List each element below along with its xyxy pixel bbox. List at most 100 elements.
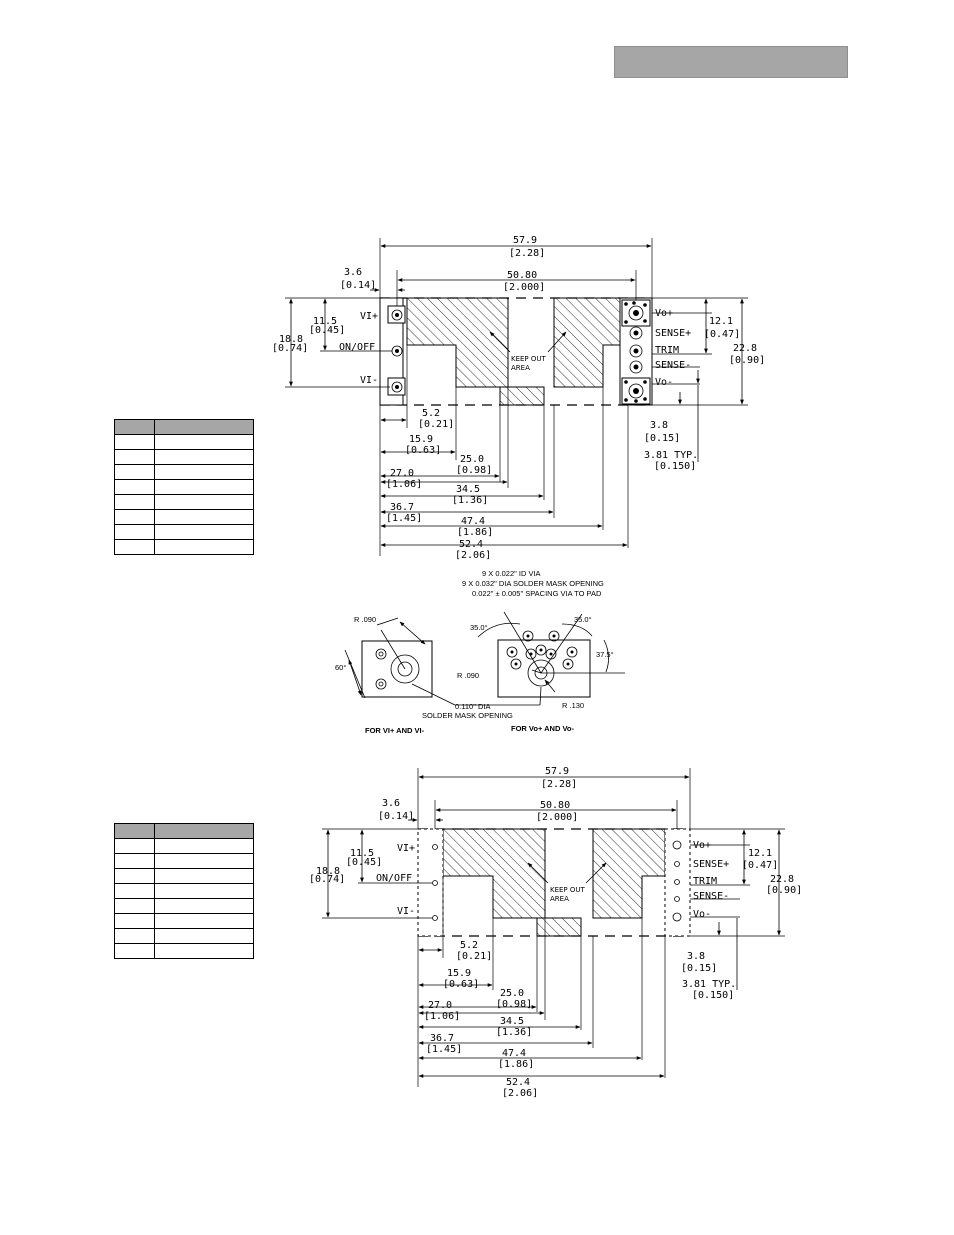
detail-caption-right: FOR Vo+ AND Vo- <box>511 724 574 733</box>
dim-bot-1-in: [0.63] <box>443 979 479 990</box>
dim-3-8-in: [0.15] <box>644 433 680 444</box>
dim-top-5-in: [1.45] <box>386 513 422 524</box>
pin-label-vi-plus: VI+ <box>360 311 378 322</box>
dim-3-8: 3.8 <box>650 420 668 431</box>
dim-top-4: 34.5 <box>456 484 480 495</box>
dim-3-81-in: [0.150] <box>654 461 696 472</box>
pin-label-vo-minus-b: Vo- <box>693 909 711 920</box>
pin-table-cell <box>154 539 254 555</box>
dim-pin-span-in: [2.000] <box>503 282 545 293</box>
pin-label-sense-minus: SENSE- <box>655 360 691 371</box>
pin-label-vo-plus-b: Vo+ <box>693 840 711 851</box>
pin-label-vi-minus-b: VI- <box>397 906 415 917</box>
pin-label-sense-plus: SENSE+ <box>655 328 691 339</box>
pin-label-trim-b: TRIM <box>693 876 717 887</box>
pin-table-header <box>114 823 254 839</box>
dim-12-1: 12.1 <box>709 316 733 327</box>
pin-table-row <box>114 539 254 555</box>
pin-table-row <box>114 913 254 929</box>
pin-table-cell <box>154 419 254 435</box>
pin-table-bottom <box>114 823 254 959</box>
dim-edge-offset-in-b: [0.14] <box>378 811 414 822</box>
pin-table-row <box>114 943 254 959</box>
dim-bot-7-in: [2.06] <box>502 1088 538 1099</box>
dim-3-8-in-b: [0.15] <box>681 963 717 974</box>
dim-top-1-in: [0.63] <box>405 445 441 456</box>
detail-note-3: 0.022" ± 0.005" SPACING VIA TO PAD <box>472 589 602 598</box>
dim-3-81-b: 3.81 TYP. <box>682 979 736 990</box>
dim-top-7-in: [2.06] <box>455 550 491 561</box>
pin-label-sense-minus-b: SENSE- <box>693 891 729 902</box>
dim-bot-6-in: [1.86] <box>498 1059 534 1070</box>
dim-18-8-b: 18.8 <box>316 866 340 877</box>
pin-table-header <box>114 419 254 435</box>
pin-table-row <box>114 838 254 854</box>
footprint-drawing-bottom: 57.9 [2.28] 50.80 [2.000] 3.6 [0.14] 11.… <box>309 766 802 1099</box>
dim-top-1: 15.9 <box>409 434 433 445</box>
dim-pin-span: 50.80 <box>507 270 537 281</box>
dim-overall-width-in: [2.28] <box>509 248 545 259</box>
detail-note-1: 9 X 0.022" ID VIA <box>482 569 541 578</box>
dim-bot-2: 25.0 <box>500 988 524 999</box>
dim-top-4-in: [1.36] <box>452 495 488 506</box>
dim-bot-6: 47.4 <box>502 1048 526 1059</box>
dim-18-8-in: [0.74] <box>272 343 308 354</box>
dim-bot-3: 27.0 <box>428 1000 452 1011</box>
dim-overall-width-in-b: [2.28] <box>541 779 577 790</box>
dim-bot-2-in: [0.98] <box>496 999 532 1010</box>
dim-bot-1: 15.9 <box>447 968 471 979</box>
detail-caption-left: FOR VI+ AND VI- <box>365 726 425 735</box>
pin-label-vo-plus: Vo+ <box>655 308 673 319</box>
dim-overall-width-b: 57.9 <box>545 766 569 777</box>
dim-top-2: 25.0 <box>460 454 484 465</box>
footprint-drawing-top: 57.9 [2.28] 50.80 [2.000] 3.6 [0.14] 11.… <box>272 235 765 561</box>
dim-12-1-b: 12.1 <box>748 848 772 859</box>
dim-22-8-in-b: [0.90] <box>766 885 802 896</box>
dim-3-81-in-b: [0.150] <box>692 990 734 1001</box>
detail-angle-35b: 35.0° <box>574 615 592 624</box>
pin-label-on-off-b: ON/OFF <box>376 873 412 884</box>
dim-12-1-in-b: [0.47] <box>742 860 778 871</box>
dim-edge-offset: 3.6 <box>344 267 362 278</box>
dim-edge-offset-in: [0.14] <box>340 280 376 291</box>
dim-3-8-b: 3.8 <box>687 951 705 962</box>
pin-label-sense-plus-b: SENSE+ <box>693 859 729 870</box>
dim-11-5-in: [0.45] <box>309 325 345 336</box>
detail-r130: R .130 <box>562 701 584 710</box>
dim-22-8-b: 22.8 <box>770 874 794 885</box>
detail-angle-60: 60° <box>335 663 346 672</box>
keep-out-label-1-b: KEEP OUT <box>550 886 586 894</box>
dim-edge-offset-b: 3.6 <box>382 798 400 809</box>
keep-out-label-1: KEEP OUT <box>511 355 547 363</box>
dim-18-8-in-b: [0.74] <box>309 874 345 885</box>
dim-bot-7: 52.4 <box>506 1077 530 1088</box>
dim-bot-0: 5.2 <box>460 940 478 951</box>
right-pads <box>621 299 651 405</box>
pin-table-cell <box>154 943 254 959</box>
header-bar <box>614 46 848 78</box>
dim-bot-3-in: [1.06] <box>424 1011 460 1022</box>
detail-angle-37-5: 37.5° <box>596 650 614 659</box>
pin-label-trim: TRIM <box>655 345 679 356</box>
keep-out-label-2-b: AREA <box>550 895 569 903</box>
detail-solder-2: SOLDER MASK OPENING <box>422 711 513 720</box>
detail-solder-1: 0.110" DIA <box>455 702 490 711</box>
detail-r090-left: R .090 <box>354 615 376 624</box>
detail-angle-35a: 35.0° <box>470 623 488 632</box>
pad-detail-views: 9 X 0.022" ID VIA 9 X 0.032" DIA SOLDER … <box>335 569 625 735</box>
pin-table-row <box>114 898 254 914</box>
dim-11-5-in-b: [0.45] <box>346 857 382 868</box>
dim-pin-span-in-b: [2.000] <box>536 812 578 823</box>
dim-bot-0-in: [0.21] <box>456 951 492 962</box>
dim-11-5-b: 11.5 <box>350 848 374 859</box>
pin-table-row <box>114 494 254 510</box>
dim-22-8-in: [0.90] <box>729 355 765 366</box>
detail-note-2: 9 X 0.032" DIA SOLDER MASK OPENING <box>462 579 604 588</box>
left-pads <box>387 305 406 396</box>
dim-pin-span-b: 50.80 <box>540 800 570 811</box>
dim-top-3: 27.0 <box>390 468 414 479</box>
dim-22-8: 22.8 <box>733 343 757 354</box>
dim-top-6: 47.4 <box>461 516 485 527</box>
dim-top-5: 36.7 <box>390 502 414 513</box>
